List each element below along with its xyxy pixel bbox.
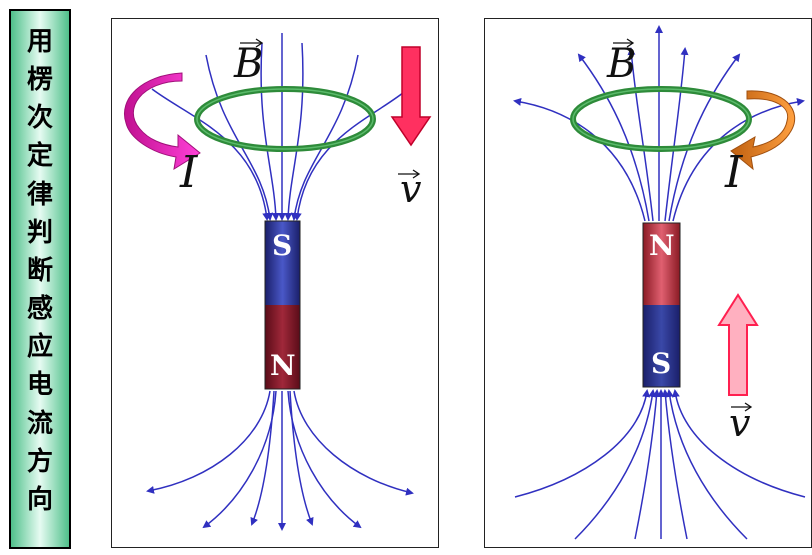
magnet-top-pole-label: S [272, 229, 293, 262]
magnet-north-segment [265, 305, 300, 389]
title-char: 流 [26, 408, 53, 439]
magnet-south-segment [643, 305, 680, 387]
magnet-top-pole-label: N [649, 229, 675, 262]
title-char: 断 [26, 255, 53, 286]
title-char: 次 [26, 103, 53, 134]
velocity-arrow-icon [390, 46, 432, 147]
field-lines-bottom [514, 389, 806, 540]
right-field-diagram [513, 25, 806, 540]
title-char: 律 [26, 179, 53, 210]
velocity-arrow-icon [717, 293, 759, 396]
current-label: I [725, 147, 743, 198]
title-char: 定 [26, 141, 53, 172]
left-field-diagram [124, 33, 432, 531]
title-char: 楞 [26, 65, 53, 96]
title-char: 方 [26, 446, 53, 477]
current-label: I [180, 147, 198, 198]
magnet-south-segment [265, 221, 300, 305]
current-direction-icon [730, 90, 796, 171]
title-char: 向 [26, 484, 53, 515]
velocity-label: v [400, 167, 422, 211]
magnet-bottom-pole-label: S [651, 347, 672, 380]
magnet-north-segment [643, 223, 680, 305]
title-char: 感 [26, 294, 53, 325]
velocity-label: v [729, 401, 751, 445]
field-lines-bottom [146, 390, 414, 531]
current-direction-icon [124, 72, 201, 171]
magnet-bottom-pole-label: N [270, 349, 296, 382]
left-diagram-panel: B I v S N [111, 18, 439, 548]
title-sidebar: 用 楞 次 定 律 判 断 感 应 电 流 方 向 [9, 9, 71, 549]
field-label: B [234, 41, 264, 87]
title-char: 电 [26, 370, 53, 401]
field-label: B [607, 41, 637, 87]
title-char: 应 [26, 332, 53, 363]
right-diagram-panel: B I v N S [484, 18, 812, 548]
field-lines-top [513, 25, 805, 222]
title-char: 用 [26, 27, 53, 57]
title-char: 判 [26, 217, 53, 248]
